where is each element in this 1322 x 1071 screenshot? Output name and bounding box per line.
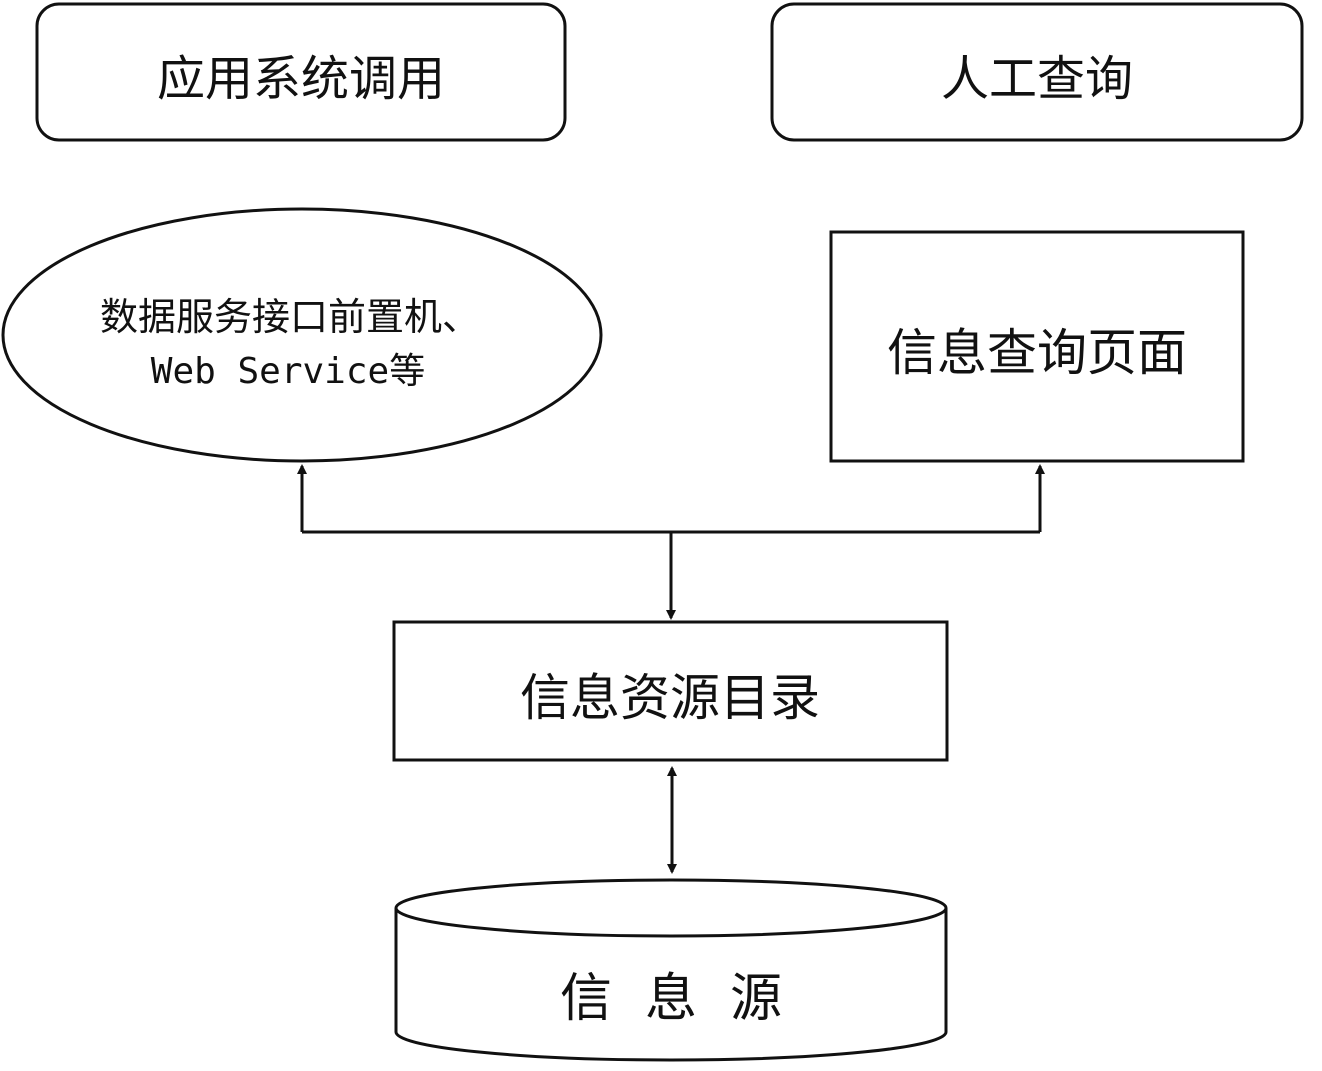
app-system-call-label: 应用系统调用 — [157, 51, 445, 107]
info-query-page-label: 信息查询页面 — [887, 324, 1187, 382]
data-service-label-line1: 数据服务接口前置机、 — [100, 295, 480, 339]
manual-query-label: 人工查询 — [941, 51, 1133, 107]
manual-query-box — [770, 2, 1304, 142]
info-resource-catalog-box — [392, 620, 949, 762]
app-system-call-box — [35, 2, 567, 142]
info-source-label: 信 息 源 — [560, 969, 782, 1029]
info-query-page-box — [829, 230, 1245, 463]
data-service-label-line2: Web Service等 — [151, 351, 425, 392]
data-service-ellipse — [1, 207, 603, 463]
info-source-cylinder — [394, 878, 948, 1062]
info-resource-catalog-label: 信息资源目录 — [520, 669, 820, 727]
